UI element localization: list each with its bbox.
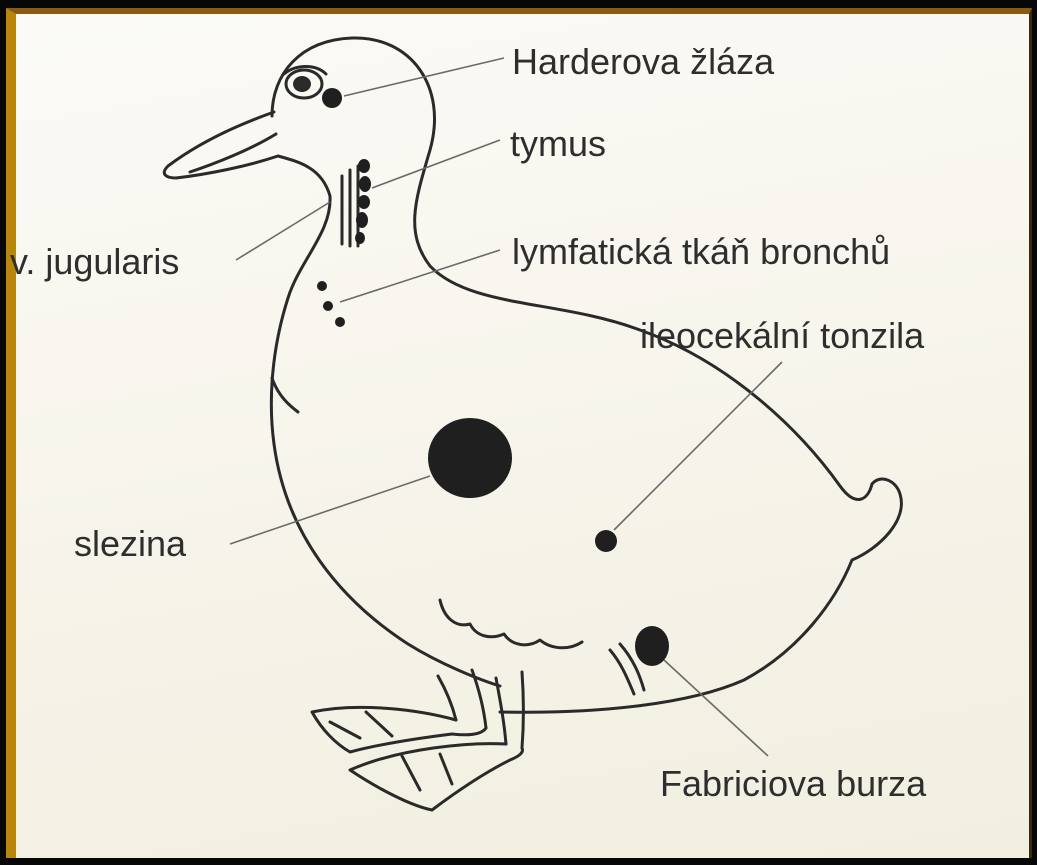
leader-ileocecal-tonsil [614,362,782,530]
label-jugular-vein: v. jugularis [10,241,179,282]
thymus-mark-1 [358,159,370,173]
label-ileocecal-tonsil: ileocekální tonzila [640,315,925,356]
label-spleen: slezina [74,523,187,564]
label-bronchial-lymph-tissue: lymfatická tkáň bronchů [512,231,890,272]
duck-right-leg [496,672,524,748]
bronchial-lymph-mark-3 [335,317,345,327]
thymus-mark-4 [356,212,368,228]
duck-beak-line [190,134,276,172]
bursa-of-fabricius-mark [635,626,669,666]
duck-right-foot [350,744,523,810]
thymus-mark-5 [355,232,365,244]
thymus-mark-2 [359,176,371,192]
duck-beak-outline [164,112,278,178]
bronchial-lymph-mark-2 [323,301,333,311]
duck-wing-line [272,378,298,412]
leader-bronchial-lymph [340,250,500,302]
leader-spleen [230,476,430,544]
harderian-gland-mark [322,88,342,108]
ileocecal-tonsil-mark [595,530,617,552]
leader-jugular-vein [236,202,330,260]
jugular-vein-lines [342,166,358,246]
duck-tail-outline [500,479,901,712]
label-harderian-gland: Harderova žláza [512,41,775,82]
leader-harderian-gland [344,58,504,96]
leader-thymus [372,140,500,188]
organs [317,88,669,666]
leader-lines [230,58,782,756]
thymus-mark-3 [358,195,370,209]
duck-eye-pupil [293,76,311,92]
label-thymus: tymus [510,123,606,164]
spleen-mark [428,418,512,498]
label-bursa-of-fabricius: Fabriciova burza [660,763,927,804]
duck-belly-feathers [440,600,582,648]
bronchial-lymph-mark-1 [317,281,327,291]
